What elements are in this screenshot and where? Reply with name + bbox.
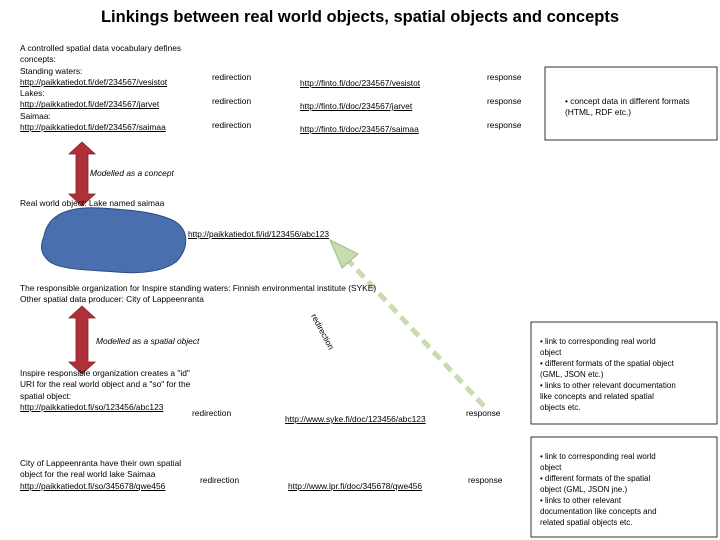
lpr-doc-link[interactable]: http://www.lpr.fi/doc/345678/qwe456 [288, 481, 423, 491]
lappeenranta-line-2: object for the real world lake Saimaa [20, 469, 156, 480]
redirection-label-lpr: redirection [200, 475, 240, 485]
redirection-label-vesistot: redirection [212, 72, 252, 82]
response-label-saimaa: response [487, 120, 522, 130]
lake-saimaa-shape [41, 207, 187, 274]
spatial-object-box-lpr [530, 436, 718, 538]
spatial-object-double-arrow [67, 305, 97, 375]
inspire-description: Inspire responsible organization creates… [20, 368, 190, 413]
vocabulary-intro-2: concepts: [20, 54, 56, 65]
real-world-object-label: Real world object: Lake named saimaa [20, 198, 165, 208]
lpr-spatial-object-note: • link to corresponding real world objec… [540, 452, 657, 527]
response-label-vesistot: response [487, 72, 522, 82]
standing-waters-uri[interactable]: http://paikkatiedot.fi/def/234567/vesist… [20, 76, 168, 87]
vocabulary-intro-1: A controlled spatial data vocabulary def… [20, 43, 182, 53]
spatial-object-box-syke [530, 321, 718, 425]
redirection-dashed-arrow [344, 256, 486, 408]
saimaa-label: Saimaa: [20, 110, 51, 121]
finto-link-jarvet[interactable]: http://finto.fi/doc/234567/jarvet [300, 101, 413, 111]
responsible-organization-text: The responsible organization for Inspire… [20, 283, 377, 293]
lakes-uri[interactable]: http://paikkatiedot.fi/def/234567/jarvet [20, 99, 160, 110]
finto-link-vesistot[interactable]: http://finto.fi/doc/234567/vesistot [300, 78, 421, 88]
lappeenranta-line-1: City of Lappeenranta have their own spat… [20, 458, 182, 468]
syke-spatial-object-note: • link to corresponding real world objec… [540, 337, 676, 412]
vocabulary-definition: A controlled spatial data vocabulary def… [20, 43, 181, 133]
concept-box [544, 66, 718, 141]
lappeenranta-description: City of Lappeenranta have their own spat… [20, 458, 181, 492]
inspire-spatial-object-uri[interactable]: http://paikkatiedot.fi/so/123456/abc123 [20, 401, 164, 412]
inspire-line-2: URI for the real world object and a "so"… [20, 379, 191, 390]
concept-double-arrow [67, 141, 97, 207]
saimaa-uri[interactable]: http://paikkatiedot.fi/def/234567/saimaa [20, 122, 166, 133]
page-title: Linkings between real world objects, spa… [100, 8, 620, 26]
lappeenranta-spatial-object-uri[interactable]: http://paikkatiedot.fi/so/345678/qwe456 [20, 480, 166, 491]
redirection-arrow-head [329, 238, 359, 269]
inspire-line-3: spatial object: [20, 390, 72, 401]
response-label-lpr: response [468, 475, 503, 485]
concept-data-note: • concept data in different formats (HTM… [565, 96, 690, 118]
lakes-label: Lakes: [20, 88, 45, 99]
modelled-as-spatial-object-label: Modelled as a spatial object [96, 336, 200, 346]
modelled-as-concept-label: Modelled as a concept [90, 168, 174, 178]
redirection-label-jarvet: redirection [212, 96, 252, 106]
inspire-line-1: Inspire responsible organization creates… [20, 368, 190, 378]
response-label-syke: response [466, 408, 501, 418]
real-world-object-uri[interactable]: http://paikkatiedot.fi/id/123456/abc123 [188, 229, 330, 239]
redirection-label-saimaa: redirection [212, 120, 252, 130]
response-label-jarvet: response [487, 96, 522, 106]
finto-link-saimaa[interactable]: http://finto.fi/doc/234567/saimaa [300, 124, 419, 134]
redirection-label-syke: redirection [192, 408, 232, 418]
syke-doc-link[interactable]: http://www.syke.fi/doc/123456/abc123 [285, 414, 426, 424]
other-producer-text: Other spatial data producer: City of Lap… [20, 294, 204, 304]
standing-waters-label: Standing waters: [20, 65, 83, 76]
